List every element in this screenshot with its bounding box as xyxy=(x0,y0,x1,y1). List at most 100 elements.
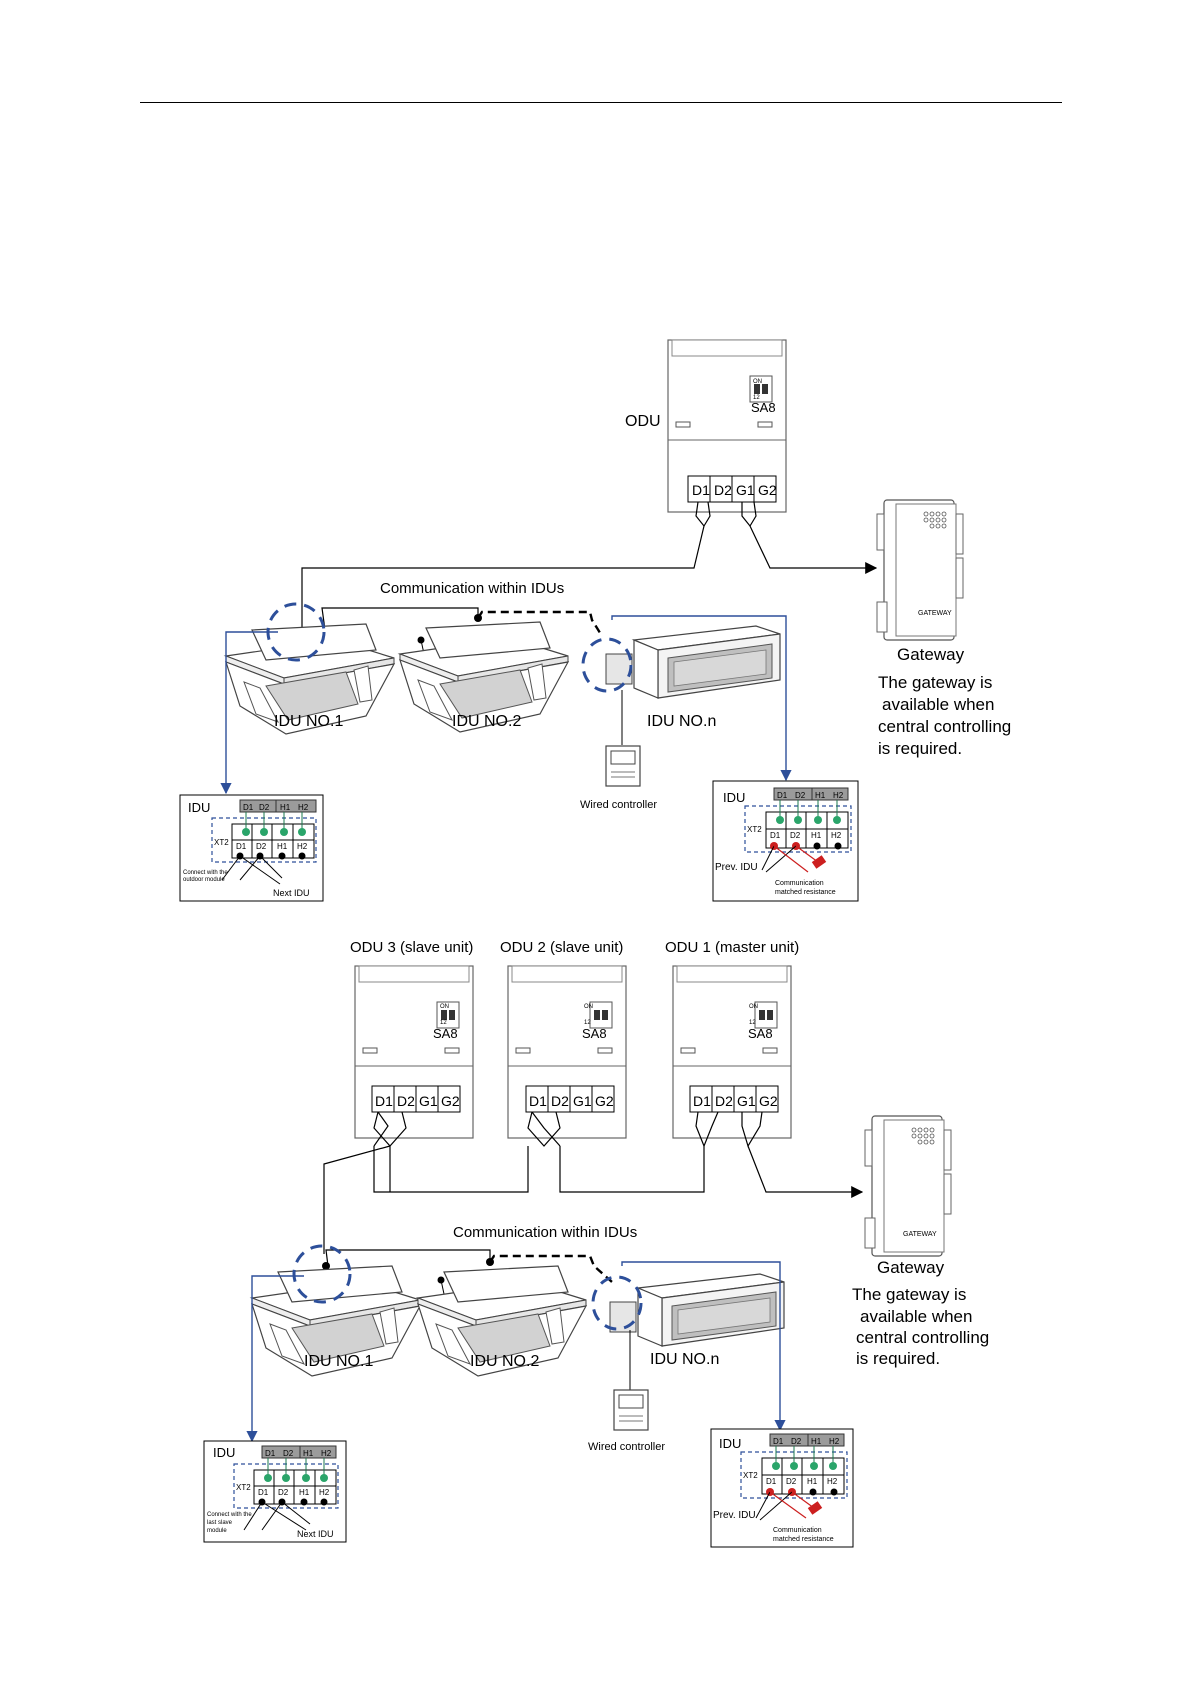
diagram-1: ODU ON 12 SA8 D1 D2 G1 G2 GATEWAY Gatewa… xyxy=(179,339,1011,902)
diagram-label: Connect with the xyxy=(207,1512,252,1518)
diagram-label: D1 xyxy=(243,803,254,812)
diagram-label: H1 xyxy=(299,1488,310,1497)
diagram-2: ODU 3 (slave unit) ODU 2 (slave unit) OD… xyxy=(203,939,989,1548)
diagram-label: SA8 xyxy=(748,1026,773,1041)
diagram-label: Next IDU xyxy=(297,1529,334,1539)
diagram-label: D2 xyxy=(791,1437,802,1446)
diagram-label: D2 xyxy=(256,842,267,851)
diagram-label: H2 xyxy=(319,1488,330,1497)
switch-label: SA8 xyxy=(751,400,776,415)
comm-label: Communication within IDUs xyxy=(380,580,564,597)
diagram-label: H1 xyxy=(277,842,288,851)
idu-label: IDU NO.2 xyxy=(470,1353,539,1370)
odu-1-unit: ON 12 SA8 D1 D2 G1 G2 xyxy=(672,965,792,1139)
diagram-label: 12 xyxy=(749,1020,756,1026)
terminal-label: D1 xyxy=(692,482,710,498)
diagram-label: 12 xyxy=(440,1020,447,1026)
gateway-device: GATEWAY xyxy=(876,499,964,641)
diagram-label: G2 xyxy=(595,1093,614,1109)
blue-leaders xyxy=(220,615,792,795)
diagram-label: D2 xyxy=(786,1477,797,1486)
idu-non-unit xyxy=(609,1273,785,1347)
box-title: IDU xyxy=(723,790,745,805)
diagram-label: ON xyxy=(584,1004,593,1010)
box-title: IDU xyxy=(188,800,210,815)
gateway-note-line: available when xyxy=(860,1307,972,1326)
box-title: IDU xyxy=(719,1436,741,1451)
wired-controller xyxy=(605,745,641,787)
diagram-label: SA8 xyxy=(582,1026,607,1041)
diagram-label: H1 xyxy=(815,791,826,800)
diagram-label: H2 xyxy=(297,842,308,851)
odu-3-unit: ON 12 SA8 D1 D2 G1 G2 xyxy=(354,965,474,1139)
idu-label: IDU NO.1 xyxy=(304,1353,373,1370)
diagram-label: D2 xyxy=(283,1449,294,1458)
xt2-label: XT2 xyxy=(214,838,229,847)
diagram-label: G2 xyxy=(759,1093,778,1109)
idu-label: IDU NO.2 xyxy=(452,713,521,730)
header-rule xyxy=(140,102,1062,103)
diagram-label: G1 xyxy=(419,1093,438,1109)
diagram-label: D2 xyxy=(278,1488,289,1497)
diagram-label: D1 xyxy=(777,791,788,800)
diagram-label: D2 xyxy=(715,1093,733,1109)
diagram-label: D1 xyxy=(773,1437,784,1446)
diagram-label: Connect with the xyxy=(183,870,228,876)
wired-controller-label: Wired controller xyxy=(588,1441,665,1453)
gateway-device: GATEWAY xyxy=(864,1115,952,1257)
diagram-label: G1 xyxy=(737,1093,756,1109)
gateway-note-line: The gateway is xyxy=(878,673,992,692)
diagram-label: H1 xyxy=(303,1449,314,1458)
diagram-label: D2 xyxy=(397,1093,415,1109)
gateway-note-line: central controlling xyxy=(856,1328,989,1347)
gateway-note-line: available when xyxy=(882,695,994,714)
diagram-label: D2 xyxy=(259,803,270,812)
gateway-note-line: is required. xyxy=(856,1349,940,1368)
diagram-label: D1 xyxy=(766,1477,777,1486)
odu-unit: ODU ON 12 SA8 D1 D2 G1 G2 xyxy=(625,339,787,513)
diagram-label: H2 xyxy=(827,1477,838,1486)
diagram-label: Prev. IDU xyxy=(713,1510,756,1521)
diagram-label: H2 xyxy=(298,803,309,812)
diagram-label: D1 xyxy=(258,1488,269,1497)
comm-label: Communication within IDUs xyxy=(453,1224,637,1241)
switch-on-text: ON xyxy=(753,379,762,385)
odu-label: ODU xyxy=(625,413,661,430)
idu-non-unit xyxy=(605,625,781,699)
idu-terminal-box-left: IDU D1 D2 H1 H2 XT2 D1 D2 H1 H2 Connect … xyxy=(179,794,324,902)
diagram-label: Communication xyxy=(775,880,824,887)
diagram-label: H1 xyxy=(280,803,291,812)
diagram-label: H2 xyxy=(829,1437,840,1446)
diagram-label: D1 xyxy=(529,1093,547,1109)
odu-label: ODU 1 (master unit) xyxy=(665,939,799,956)
blue-leaders xyxy=(246,1261,786,1443)
diagram-label: H1 xyxy=(807,1477,818,1486)
diagram-label: Prev. IDU xyxy=(715,862,758,873)
xt2-label: XT2 xyxy=(747,825,762,834)
gateway-note-line: is required. xyxy=(878,739,962,758)
diagram-label: SA8 xyxy=(433,1026,458,1041)
terminal-label: G1 xyxy=(736,482,755,498)
comm-wiring xyxy=(325,1249,613,1283)
diagram-label: H2 xyxy=(321,1449,332,1458)
diagram-label: Next IDU xyxy=(273,888,310,898)
idu-label: IDU NO.1 xyxy=(274,713,343,730)
odu-chain-wiring xyxy=(323,1111,864,1254)
gateway-note-line: The gateway is xyxy=(852,1285,966,1304)
diagram-label: matched resistance xyxy=(773,1536,834,1543)
diagram-label: D2 xyxy=(795,791,806,800)
gateway-title: Gateway xyxy=(877,1258,945,1277)
terminal-label: G2 xyxy=(758,482,777,498)
diagram-label: last slave xyxy=(207,1520,233,1526)
gateway-title: Gateway xyxy=(897,645,965,664)
diagram-label: H1 xyxy=(811,1437,822,1446)
box-title: IDU xyxy=(213,1445,235,1460)
idu-label: IDU NO.n xyxy=(647,713,716,730)
diagram-label: matched resistance xyxy=(775,889,836,896)
diagram-label: D1 xyxy=(236,842,247,851)
idu-terminal-box-right: IDU D1 D2 H1 H2 XT2 D1 D2 H1 H2 Pre xyxy=(712,780,859,902)
xt2-label: XT2 xyxy=(236,1483,251,1492)
odu-wiring xyxy=(301,501,878,632)
diagram-label: H2 xyxy=(833,791,844,800)
